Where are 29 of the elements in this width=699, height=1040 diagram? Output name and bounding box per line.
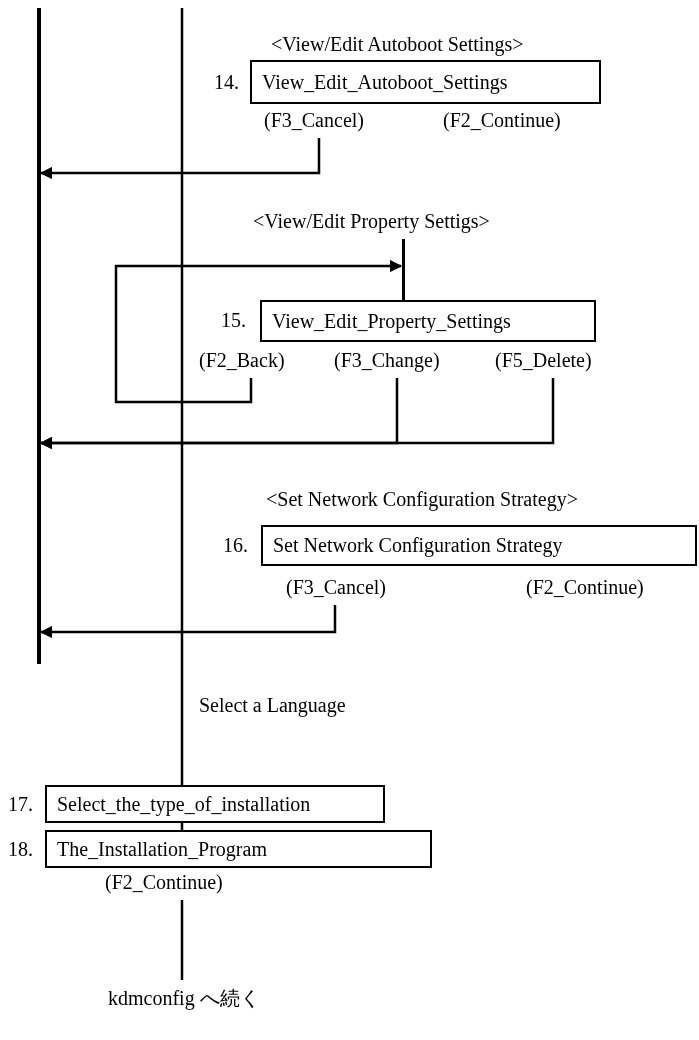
key-label: (F2_Continue) [526, 575, 644, 599]
screen-title: <View/Edit Autoboot Settings> [271, 32, 524, 56]
arrow [39, 378, 555, 450]
key-label: (F3_Cancel) [286, 575, 386, 599]
screen-box: View_Edit_Autoboot_Settings [250, 60, 601, 104]
screen-title: <Set Network Configuration Strategy> [266, 487, 578, 511]
screen-box: Set Network Configuration Strategy [261, 525, 697, 566]
arrow [39, 138, 321, 180]
screen-title: <View/Edit Property Settigs> [253, 209, 490, 233]
key-label: (F3_Change) [334, 348, 440, 372]
key-label: (F2_Continue) [443, 108, 561, 132]
connector-line [180, 8, 184, 785]
screen-box: Select_the_type_of_installation [45, 785, 385, 823]
step-number: 14. [214, 70, 239, 94]
key-label: (F2_Back) [199, 348, 285, 372]
step-number: 18. [8, 837, 33, 861]
screen-name: Select a Language [199, 693, 346, 717]
screen-box: The_Installation_Program [45, 830, 432, 868]
arrow [114, 259, 403, 404]
continuation-note: kdmconfig へ続く [108, 986, 260, 1010]
step-number: 17. [8, 792, 33, 816]
step-number: 15. [221, 308, 246, 332]
step-number: 16. [223, 533, 248, 557]
screen-box: View_Edit_Property_Settings [260, 300, 596, 342]
key-label: (F3_Cancel) [264, 108, 364, 132]
key-label: (F2_Continue) [105, 870, 223, 894]
connector-line [180, 900, 184, 980]
key-label: (F5_Delete) [495, 348, 592, 372]
arrow [39, 605, 337, 639]
